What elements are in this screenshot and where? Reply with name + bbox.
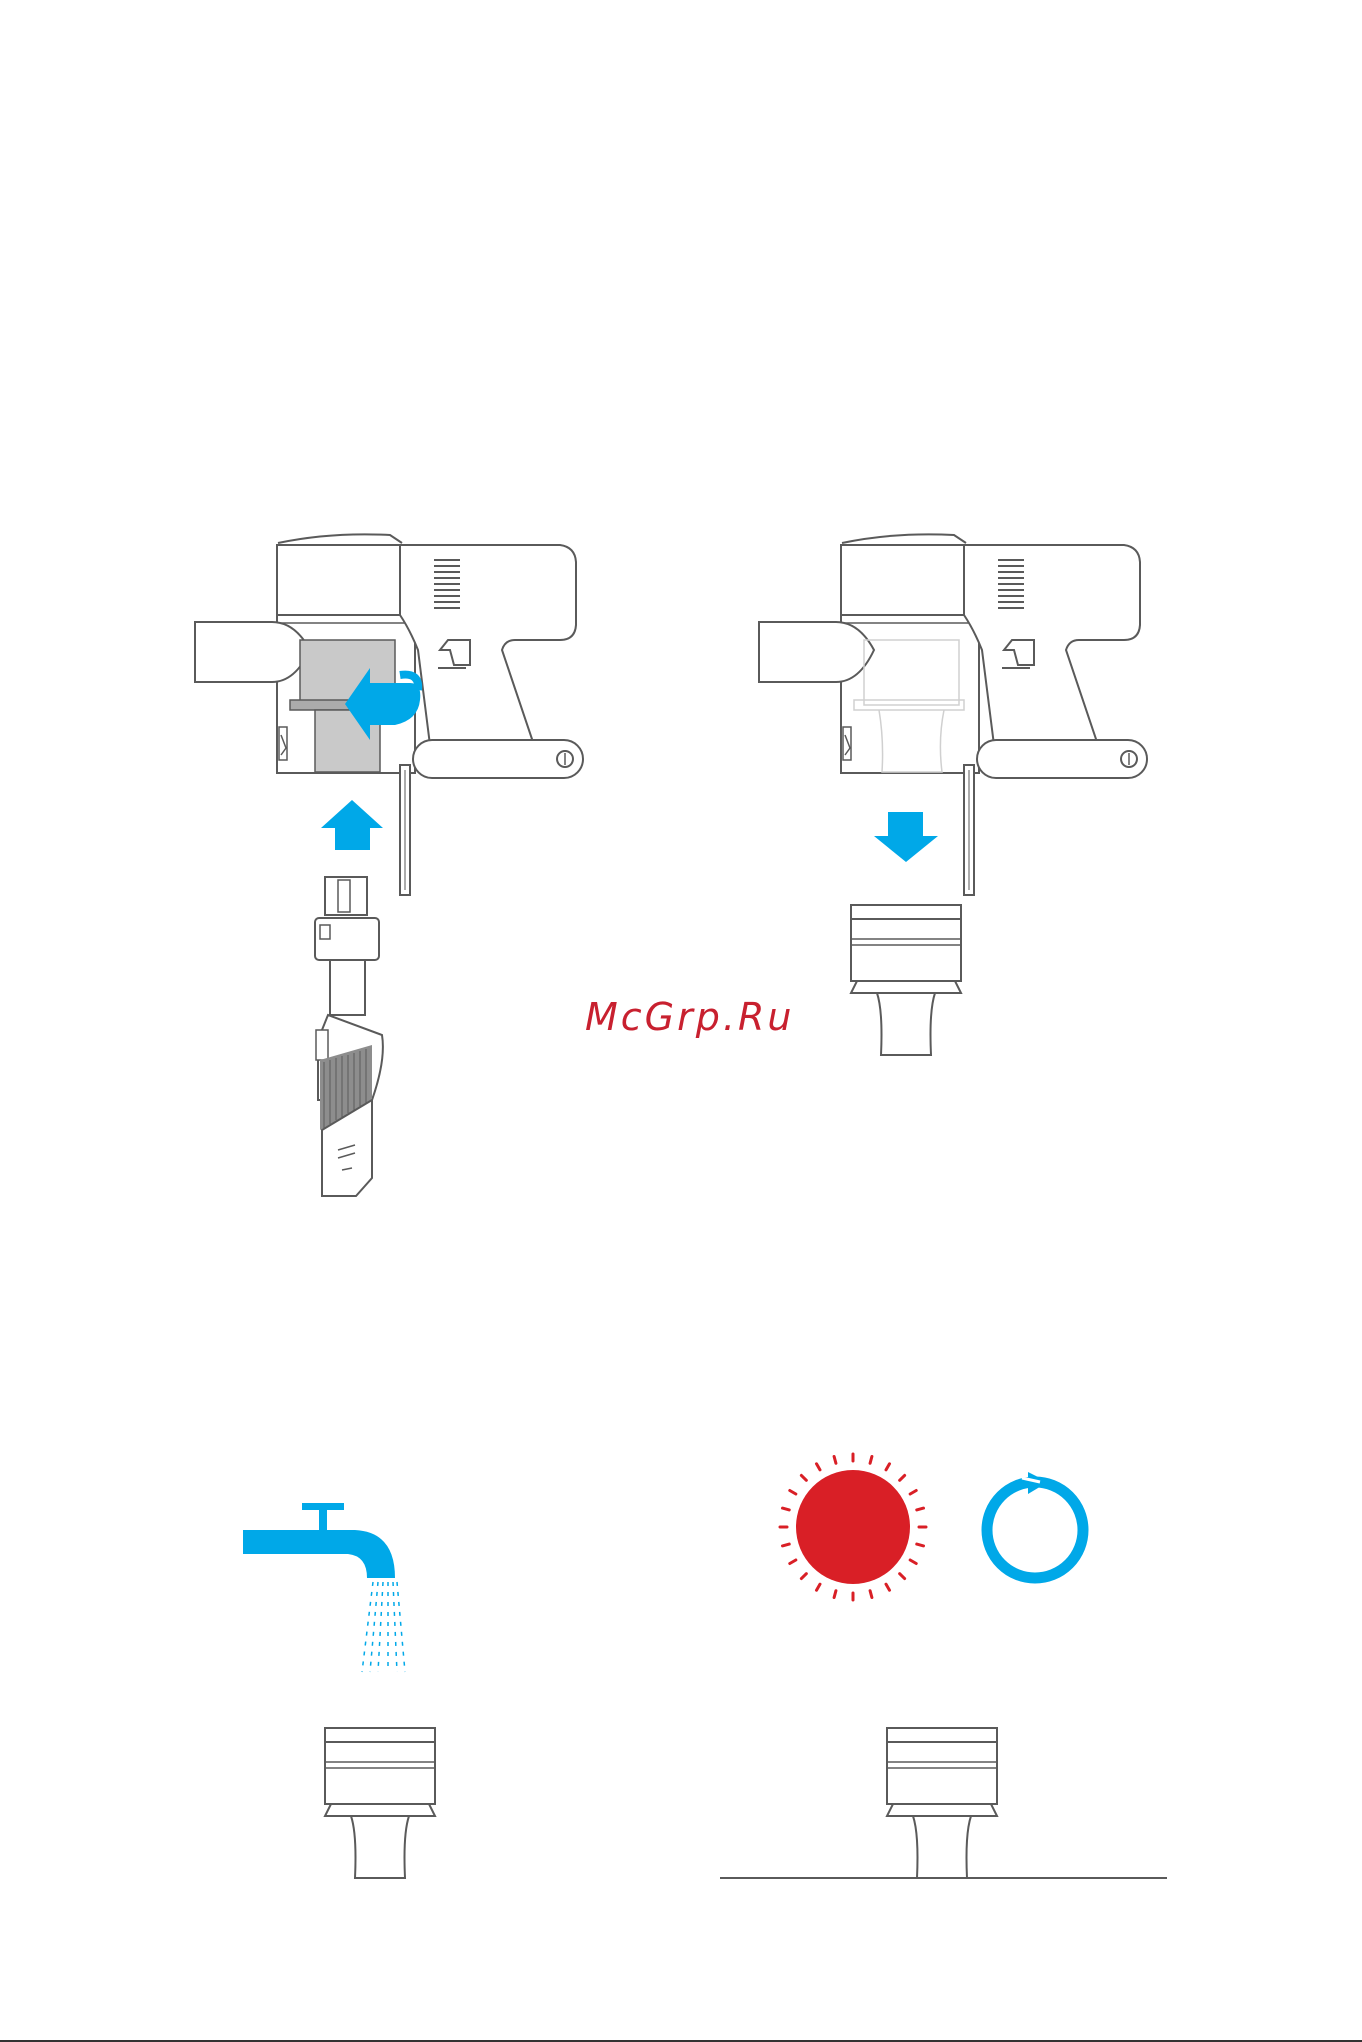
panel-dry-filter: [720, 1454, 1167, 1878]
sun-ray: [790, 1560, 796, 1564]
sun-ray: [870, 1591, 872, 1598]
sun-ray: [782, 1544, 789, 1546]
down-arrow-icon: [874, 812, 938, 862]
panel-rinse-filter: [243, 1503, 435, 1878]
sun-ray: [817, 1584, 821, 1590]
filter-icon: [325, 1728, 435, 1878]
sun-ray: [917, 1544, 924, 1546]
sun-ray: [834, 1591, 836, 1598]
sun-ray: [790, 1491, 796, 1495]
sun-ray: [910, 1560, 916, 1564]
vacuum-body-icon: [759, 534, 1147, 895]
sun-icon: [780, 1454, 926, 1600]
filter-icon: [851, 905, 961, 1055]
sun-ray: [834, 1456, 836, 1463]
sun-ray: [782, 1508, 789, 1510]
refresh-cycle-icon: [987, 1472, 1083, 1578]
sun-ray: [900, 1574, 905, 1579]
watermark-text: McGrp.Ru: [585, 995, 794, 1039]
sun-ray: [870, 1456, 872, 1463]
sun-ray: [917, 1508, 924, 1510]
sun-ray: [886, 1464, 890, 1470]
sun-ray: [886, 1584, 890, 1590]
up-arrow-icon: [321, 800, 383, 850]
water-tap-icon: [243, 1503, 405, 1672]
sun-ray: [817, 1464, 821, 1470]
sun-ray: [900, 1475, 905, 1480]
panel-attach-tool: [195, 534, 583, 1196]
sun-ray: [910, 1491, 916, 1495]
panel-remove-filter: [759, 534, 1147, 1055]
crevice-brush-tool-icon: [315, 877, 383, 1196]
sun-ray: [801, 1574, 806, 1579]
sun-ray: [801, 1475, 806, 1480]
filter-icon: [887, 1728, 997, 1878]
